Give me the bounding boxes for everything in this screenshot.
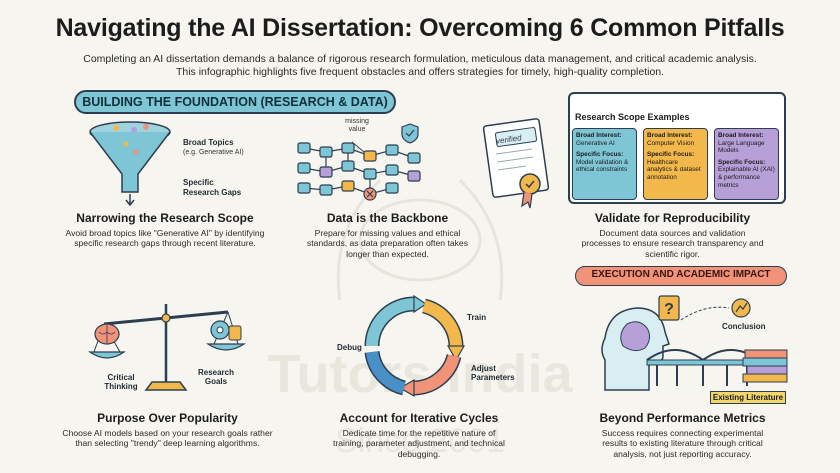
scope-col3-focus: Explainable AI (XAI) & performance metri… [718,166,775,189]
scale-left-line-2: Thinking [104,382,138,391]
card-narrowing-scope: Narrowing the Research Scope Avoid broad… [60,211,270,249]
certificate-icon [482,118,550,209]
funnel-specific-label-1: Specific [183,178,214,187]
card-title: Beyond Performance Metrics [599,411,766,425]
scope-title: Research Scope Examples [575,112,690,122]
cycle-train-label: Train [467,313,487,322]
scale-right-label: Research Goals [196,368,236,386]
scale-left-line-1: Critical [107,373,135,382]
card-title: Purpose Over Popularity [97,411,238,425]
funnel-broad-label: Broad Topics [183,138,234,147]
card-title: Account for Iterative Cycles [339,411,499,425]
card-body: Success requires connecting experimental… [601,428,764,459]
scale-right-line-1: Research [197,368,235,377]
cycle-arrows-icon [364,294,466,398]
execution-banner: EXECUTION AND ACADEMIC IMPACT [575,266,787,286]
cycle-debug-label: Debug [337,343,362,352]
existing-literature-label: Existing Literature [710,391,786,404]
card-title: Validate for Reproducibility [594,211,751,225]
card-validate: Validate for Reproducibility Document da… [580,211,765,259]
card-iterative: Account for Iterative Cycles Dedicate ti… [328,411,510,459]
impact-illustration-icon: ? [601,295,788,391]
cycle-adjust-label: Adjust Parameters [471,364,515,382]
svg-text:?: ? [664,301,674,318]
page-title: Navigating the AI Dissertation: Overcomi… [55,14,785,42]
missing-value-label: missing value [340,118,374,134]
scale-right-line-2: Goals [204,377,228,386]
scope-column-1: Broad Interest: Generative AI Specific F… [572,128,637,200]
missing-value-line-2: value [348,126,366,133]
funnel-specific-label-2: Research Gaps [183,188,242,197]
card-title: Data is the Backbone [326,211,449,225]
scope-col3-broad: Large Language Models [718,139,765,155]
scope-column-2: Broad Interest: Computer Vision Specific… [643,128,708,200]
foundation-banner: BUILDING THE FOUNDATION (RESEARCH & DATA… [74,90,396,114]
scope-col1-focus: Model validation & ethical constraints [576,158,629,174]
scope-col1-broad: Generative AI [576,139,615,147]
subtitle-line-2: This infographic highlights five frequen… [175,66,665,78]
cycle-adjust-line-1: Adjust [471,364,496,373]
scope-col2-broad: Computer Vision [647,139,695,147]
scope-col3-broad-label: Broad Interest: [718,132,764,139]
scale-left-label: Critical Thinking [104,373,138,391]
data-network-icon [297,123,421,201]
card-body: Choose AI models based on your research … [62,428,273,449]
card-purpose: Purpose Over Popularity Choose AI models… [60,411,275,449]
card-body: Dedicate time for the repetitive nature … [333,428,505,459]
scope-col1-focus-label: Specific Focus: [576,151,624,159]
balance-scale-icon [88,304,246,391]
card-body: Avoid broad topics like "Generative AI" … [65,228,265,249]
subtitle-line-1: Completing an AI dissertation demands a … [83,53,757,65]
scope-col2-focus: Healthcare analytics & dataset annotatio… [647,158,701,181]
scope-col1-broad-label: Broad Interest: [576,132,622,139]
card-title: Narrowing the Research Scope [76,211,254,225]
missing-value-line-1: missing [345,118,369,125]
scope-col3-focus-label: Specific Focus: [718,158,766,166]
card-body: Prepare for missing values and ethical s… [307,228,468,259]
scope-col2-broad-label: Broad Interest: [647,132,693,139]
cycle-adjust-line-2: Parameters [471,373,515,382]
card-data-backbone: Data is the Backbone Prepare for missing… [300,211,475,259]
conclusion-label: Conclusion [722,322,766,331]
card-body: Document data sources and validation pro… [581,228,764,259]
funnel-icon [89,121,171,207]
scope-column-3: Broad Interest: Large Language Models Sp… [714,128,779,200]
scope-col2-focus-label: Specific Focus: [647,151,695,159]
funnel-broad-example: (e.g. Generative AI) [183,149,244,156]
page-subtitle: Completing an AI dissertation demands a … [40,53,800,79]
card-beyond-metrics: Beyond Performance Metrics Success requi… [590,411,775,459]
